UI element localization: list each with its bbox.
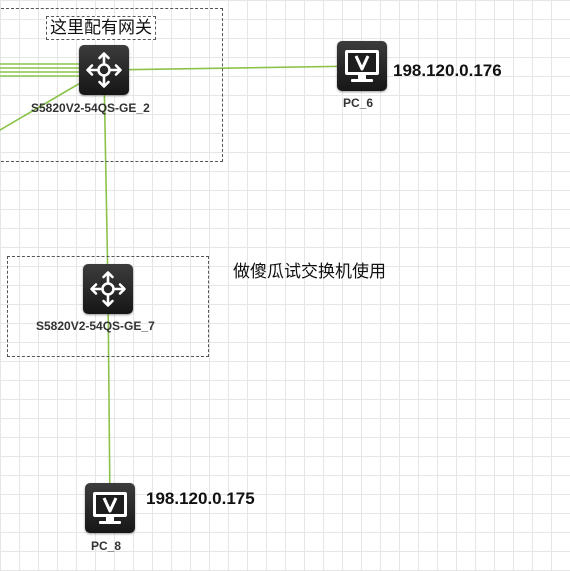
pc-8-node[interactable] xyxy=(85,483,135,533)
pc-monitor-icon xyxy=(93,492,127,524)
switch-icon xyxy=(90,271,126,307)
link-switch2-pc6 xyxy=(103,65,363,71)
pc-8-label: PC_8 xyxy=(91,539,122,553)
switch-icon xyxy=(86,52,122,88)
gateway-zone-label: 这里配有网关 xyxy=(46,16,156,40)
switch-2-node[interactable] xyxy=(79,45,129,95)
test-zone-label: 做傻瓜试交换机使用 xyxy=(233,262,386,282)
link-switch7-pc8 xyxy=(107,289,111,509)
pc-6-label: PC_6 xyxy=(343,96,374,110)
switch-7-label: S5820V2-54QS-GE_7 xyxy=(36,319,155,333)
switch-7-node[interactable] xyxy=(83,264,133,314)
link-switch2-switch7 xyxy=(103,71,109,289)
pc-6-node[interactable] xyxy=(337,41,387,91)
switch-2-label: S5820V2-54QS-GE_2 xyxy=(31,101,150,115)
pc-8-ip: 198.120.0.175 xyxy=(146,489,255,508)
test-zone xyxy=(7,256,209,357)
pc-6-ip: 198.120.0.176 xyxy=(393,61,502,80)
pc-monitor-icon xyxy=(345,50,379,82)
gateway-zone xyxy=(0,8,223,162)
link-offscreen-diagonal xyxy=(0,81,83,131)
